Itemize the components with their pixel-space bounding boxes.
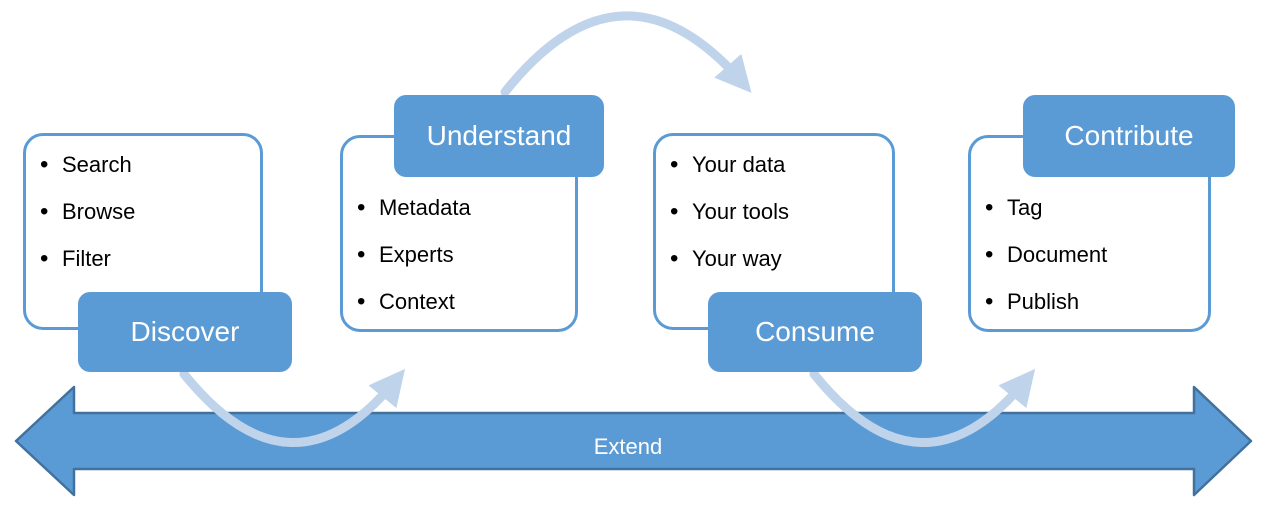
bullet-icon: • — [40, 151, 49, 178]
bullet-icon: • — [670, 245, 679, 272]
list-item-label: Your data — [692, 152, 786, 177]
list-item-label: Search — [62, 152, 132, 177]
bullet-icon: • — [357, 241, 366, 268]
list-item-label: Your tools — [692, 199, 790, 224]
bullet-icon: • — [40, 245, 49, 272]
stage-understand-label: Understand — [394, 95, 604, 177]
bullet-icon: • — [985, 241, 994, 268]
stage-discover-list: • Search • Browse • Filter — [26, 141, 260, 282]
list-item-label: Context — [379, 289, 455, 314]
arc-understand-to-consume-arrow — [500, 11, 752, 97]
extend-arrow — [14, 385, 1253, 497]
stage-understand-list: • Metadata • Experts • Context — [343, 184, 575, 325]
list-item: • Experts — [357, 231, 575, 278]
list-item: • Tag — [985, 184, 1208, 231]
list-item-label: Document — [1007, 242, 1108, 267]
list-item: • Context — [357, 278, 575, 325]
list-item-label: Publish — [1007, 289, 1080, 314]
arc-discover-to-understand-arrow — [179, 368, 406, 447]
stage-consume-list: • Your data • Your tools • Your way — [656, 141, 892, 282]
list-item: • Your way — [670, 235, 892, 282]
list-item: • Your tools — [670, 188, 892, 235]
bullet-icon: • — [40, 198, 49, 225]
extend-arrow-label: Extend — [593, 434, 663, 459]
bullet-icon: • — [985, 288, 994, 315]
bullet-icon: • — [670, 198, 679, 225]
bullet-icon: • — [357, 194, 366, 221]
bullet-icon: • — [357, 288, 366, 315]
bullet-icon: • — [670, 151, 679, 178]
list-item: • Metadata — [357, 184, 575, 231]
stage-discover-label: Discover — [78, 292, 292, 372]
stage-contribute-label: Contribute — [1023, 95, 1235, 177]
stage-consume-label: Consume — [708, 292, 922, 372]
list-item-label: Tag — [1007, 195, 1043, 220]
list-item: • Browse — [40, 188, 260, 235]
list-item: • Publish — [985, 278, 1208, 325]
list-item-label: Experts — [379, 242, 454, 267]
list-item-label: Metadata — [379, 195, 471, 220]
list-item: • Your data — [670, 141, 892, 188]
list-item-label: Browse — [62, 199, 136, 224]
list-item-label: Filter — [62, 246, 111, 271]
list-item: • Search — [40, 141, 260, 188]
list-item: • Document — [985, 231, 1208, 278]
bullet-icon: • — [985, 194, 994, 221]
stage-contribute-list: • Tag • Document • Publish — [971, 184, 1208, 325]
list-item: • Filter — [40, 235, 260, 282]
arc-consume-to-contribute-arrow — [809, 368, 1036, 447]
list-item-label: Your way — [692, 246, 782, 271]
